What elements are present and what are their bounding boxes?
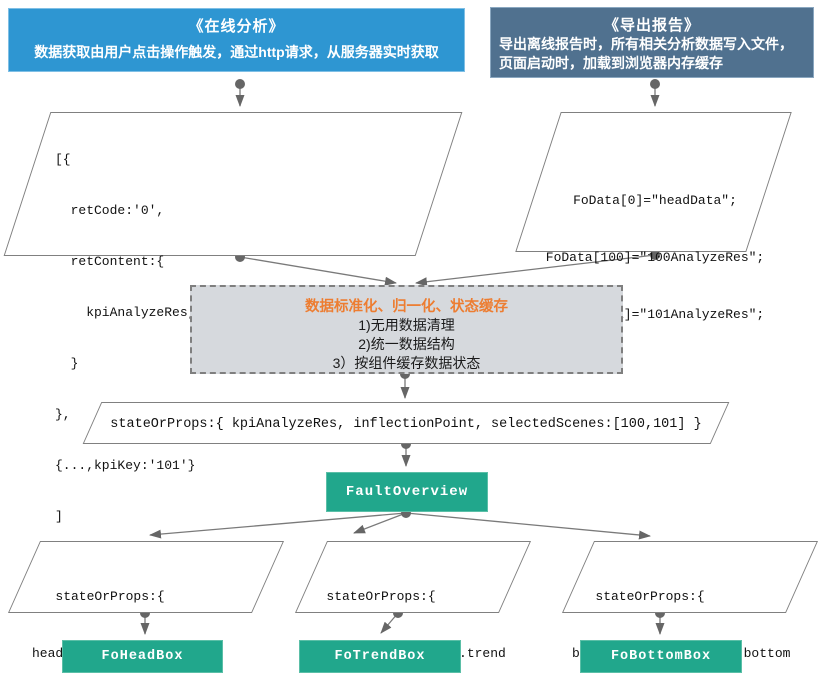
fo-head-box: FoHeadBox	[62, 640, 223, 673]
normalize-cache-box: 数据标准化、归一化、状态缓存 1)无用数据清理 2)统一数据结构 3）按组件缓存…	[190, 285, 623, 374]
normalize-step-3: 3）按组件缓存数据状态	[332, 355, 481, 371]
export-report-desc-line1: 导出离线报告时，所有相关分析数据写入文件，	[499, 36, 793, 52]
fo-head-box-label: FoHeadBox	[101, 649, 184, 664]
code-line: {...,kpiKey:'101'}	[55, 458, 196, 473]
fo-trend-box-label: FoTrendBox	[334, 649, 426, 664]
online-analysis-box: 《在线分析》 数据获取由用户点击操作触发，通过http请求，从服务器实时获取	[8, 8, 465, 72]
code-line: FoData[100]="100AnalyzeRes";	[545, 250, 765, 265]
fault-overview-label: FaultOverview	[345, 484, 469, 500]
code-line: stateOrProps:{	[303, 589, 436, 604]
code-line: ]	[55, 509, 63, 524]
response-data-text: [{ retCode:'0', retContent:{ kpiAnalyzeR…	[55, 117, 422, 559]
fo-trend-box: FoTrendBox	[299, 640, 461, 673]
code-line: },	[55, 407, 71, 422]
code-line: FoData[0]="headData";	[573, 193, 737, 208]
fo-bottom-box-label: FoBottomBox	[610, 649, 712, 664]
code-line: stateOrProps:{	[572, 589, 705, 604]
online-analysis-title: 《在线分析》	[188, 18, 285, 35]
normalize-cache-title: 数据标准化、归一化、状态缓存	[305, 299, 508, 315]
code-line: }	[55, 356, 79, 371]
online-analysis-desc: 数据获取由用户点击操作触发，通过http请求，从服务器实时获取	[34, 44, 439, 60]
code-line: stateOrProps:{	[32, 589, 165, 604]
normalize-step-1: 1)无用数据清理	[358, 317, 455, 333]
code-line: retContent:{	[55, 254, 165, 269]
normalize-step-2: 2)统一数据结构	[358, 336, 455, 352]
code-line: [{	[55, 152, 71, 167]
fault-overview-node: FaultOverview	[326, 472, 488, 512]
export-report-desc-line2: 页面启动时，加载到浏览器内存缓存	[499, 55, 723, 71]
fo-bottom-box: FoBottomBox	[580, 640, 742, 673]
export-report-box: 《导出报告》 导出离线报告时，所有相关分析数据写入文件， 页面启动时，加载到浏览…	[490, 7, 814, 78]
connector-fault-to-bottom	[405, 512, 651, 540]
code-line: retCode:'0',	[55, 203, 165, 218]
state-props-text: stateOrProps:{ kpiAnalyzeRes, inflection…	[110, 417, 702, 432]
export-report-title: 《导出报告》	[603, 17, 700, 34]
